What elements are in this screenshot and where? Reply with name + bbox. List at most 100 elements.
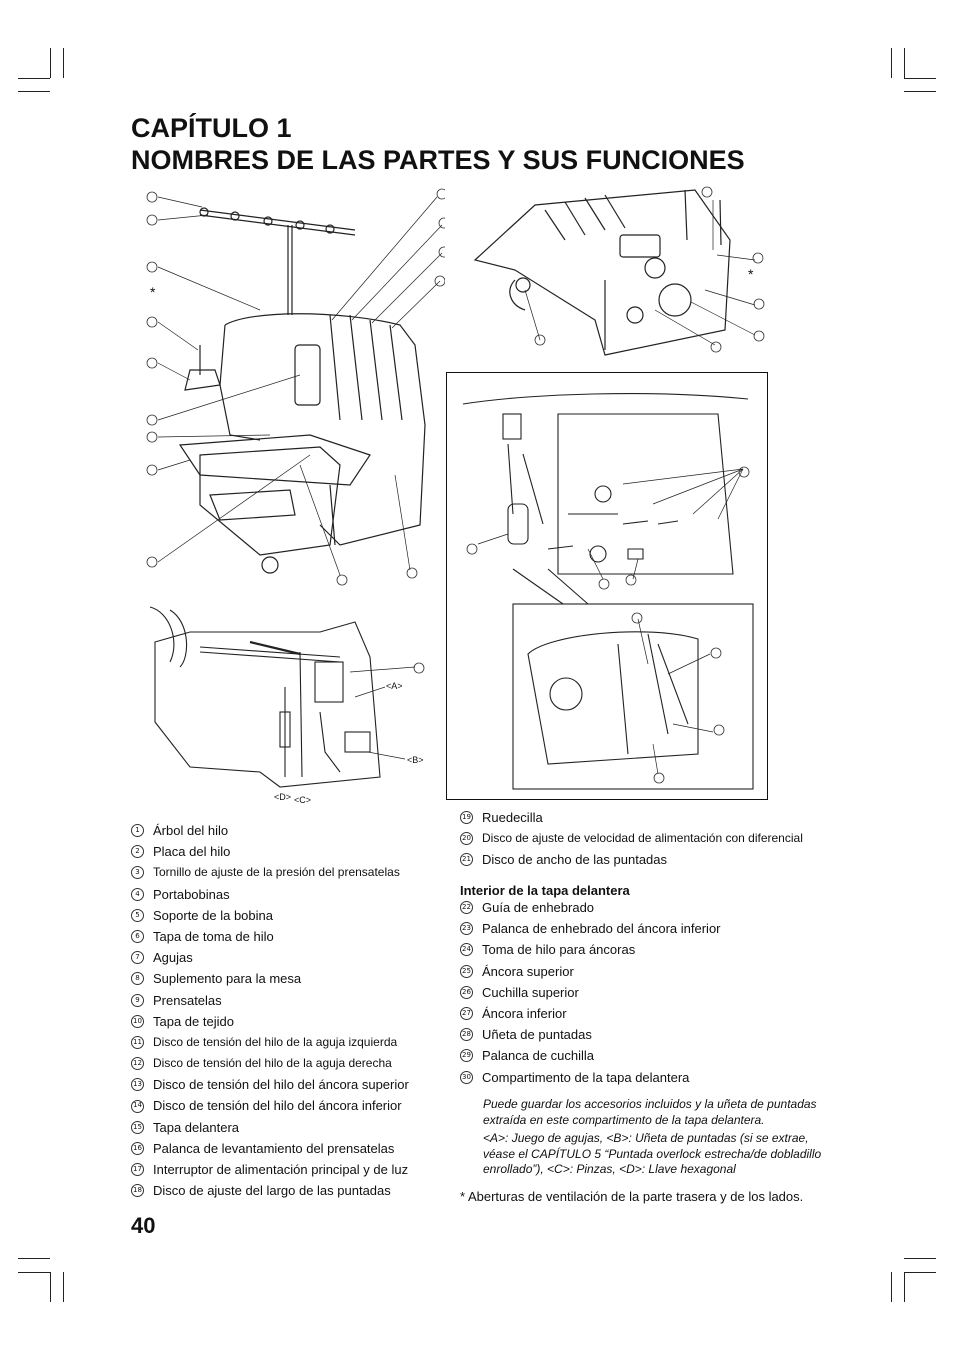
list-item: 22 Guía de enhebrado bbox=[460, 897, 721, 918]
list-item: 28 Uñeta de puntadas bbox=[460, 1024, 721, 1045]
item-label: Disco de ancho de las puntadas bbox=[482, 852, 668, 868]
ventilation-footnote: * Aberturas de ventilación de la parte t… bbox=[460, 1189, 804, 1204]
item-label: Toma de hilo para áncoras bbox=[482, 942, 636, 958]
item-label: Disco de ajuste de velocidad de alimenta… bbox=[482, 831, 803, 846]
item-number: 18 bbox=[131, 1184, 144, 1198]
item-label: Agujas bbox=[153, 950, 193, 966]
item-number: 4 bbox=[131, 887, 144, 901]
page-title: CAPÍTULO 1 NOMBRES DE LAS PARTES Y SUS F… bbox=[131, 112, 745, 176]
item-label: Palanca de levantamiento del prensatelas bbox=[153, 1140, 395, 1156]
item-label: Disco de tensión del hilo de la aguja de… bbox=[153, 1056, 392, 1071]
list-item: 6 Tapa de toma de hilo bbox=[131, 926, 409, 947]
crop-mark bbox=[18, 1272, 50, 1273]
item-number: 10 bbox=[131, 1014, 144, 1028]
asterisk-label: * bbox=[150, 284, 156, 300]
item-label: Placa del hilo bbox=[153, 844, 231, 860]
list-item: 14 Disco de tensión del hilo del áncora i… bbox=[131, 1095, 409, 1116]
list-item: 12 Disco de tensión del hilo de la aguja … bbox=[131, 1053, 409, 1074]
item-number: 28 bbox=[460, 1028, 473, 1042]
asterisk-label-2: * bbox=[748, 266, 754, 282]
item-number: 8 bbox=[131, 972, 144, 986]
item-number: 27 bbox=[460, 1007, 473, 1021]
item-label: Áncora inferior bbox=[482, 1005, 567, 1021]
compartment-note: Puede guardar los accesorios incluidos y… bbox=[483, 1097, 817, 1127]
list-item: 18 Disco de ajuste del largo de las punta… bbox=[131, 1180, 409, 1201]
list-item: 2 Placa del hilo bbox=[131, 841, 409, 862]
item-number: 15 bbox=[131, 1120, 144, 1134]
item-number: 24 bbox=[460, 943, 473, 957]
item-number: 19 bbox=[460, 811, 473, 825]
list-item: 25 Áncora superior bbox=[460, 961, 721, 982]
item-number: 2 bbox=[131, 845, 144, 859]
item-label: Soporte de la bobina bbox=[153, 907, 273, 923]
list-item: 7 Agujas bbox=[131, 947, 409, 968]
item-label: Disco de tensión del hilo del áncora inf… bbox=[153, 1098, 402, 1114]
item-label: Compartimento de la tapa delantera bbox=[482, 1069, 690, 1085]
item-number: 25 bbox=[460, 964, 473, 978]
crop-mark bbox=[18, 78, 50, 79]
crop-mark bbox=[63, 48, 64, 78]
item-label: Palanca de enhebrado del áncora inferior bbox=[482, 921, 721, 937]
item-number: 30 bbox=[460, 1070, 473, 1084]
crop-mark bbox=[891, 1272, 892, 1302]
item-number: 17 bbox=[131, 1163, 144, 1177]
item-label: Árbol del hilo bbox=[153, 823, 229, 838]
item-number: 26 bbox=[460, 985, 473, 999]
item-number: 16 bbox=[131, 1141, 144, 1155]
page-number: 40 bbox=[131, 1213, 156, 1238]
crop-mark bbox=[904, 1258, 936, 1259]
item-number: 14 bbox=[131, 1099, 144, 1113]
crop-mark bbox=[891, 48, 892, 78]
crop-mark bbox=[63, 1272, 64, 1302]
crop-mark bbox=[904, 48, 905, 78]
list-item: 4 Portabobinas bbox=[131, 884, 409, 905]
list-item: 23 Palanca de enhebrado del áncora inferi… bbox=[460, 918, 721, 939]
item-label: Uñeta de puntadas bbox=[482, 1027, 592, 1043]
crop-mark bbox=[50, 48, 51, 78]
item-label: Tapa de toma de hilo bbox=[153, 928, 274, 944]
label-D: <D> bbox=[274, 792, 292, 802]
item-label: Portabobinas bbox=[153, 886, 230, 902]
label-A: <A> bbox=[386, 681, 403, 691]
item-label: Tapa de tejido bbox=[153, 1013, 234, 1029]
item-number: 23 bbox=[460, 922, 473, 936]
item-label: Disco de ajuste del largo de las puntada… bbox=[153, 1183, 391, 1199]
item-label: Guía de enhebrado bbox=[482, 900, 595, 915]
item-number: 3 bbox=[131, 866, 144, 880]
title-line-2: NOMBRES DE LAS PARTES Y SUS FUNCIONES bbox=[131, 145, 745, 175]
item-label: Áncora superior bbox=[482, 963, 574, 979]
interior-section-title: Interior de la tapa delantera bbox=[460, 883, 630, 898]
item-number: 13 bbox=[131, 1078, 144, 1092]
crop-mark bbox=[50, 1272, 51, 1302]
list-item: 3 Tornillo de ajuste de la presión del pr… bbox=[131, 862, 409, 883]
crop-mark bbox=[904, 1272, 905, 1302]
list-item: 19 Ruedecilla bbox=[460, 807, 803, 828]
accessories-note: <A>: Juego de agujas, <B>: Uñeta de punt… bbox=[483, 1131, 822, 1176]
item-label: Disco de tensión del hilo de la aguja iz… bbox=[153, 1034, 398, 1049]
item-number: 22 bbox=[460, 901, 473, 915]
item-label: Cuchilla superior bbox=[482, 984, 579, 1000]
item-number: 29 bbox=[460, 1049, 473, 1063]
label-B: <B> bbox=[407, 755, 424, 765]
list-item: 10 Tapa de tejido bbox=[131, 1011, 409, 1032]
list-item: 27 Áncora inferior bbox=[460, 1003, 721, 1024]
title-line-1: CAPÍTULO 1 bbox=[131, 113, 292, 143]
item-number: 6 bbox=[131, 930, 144, 944]
machine-front-illustration bbox=[146, 188, 445, 586]
list-item: 30 Compartimento de la tapa delantera bbox=[460, 1067, 721, 1088]
crop-mark bbox=[18, 1258, 50, 1259]
item-number: 9 bbox=[131, 993, 144, 1007]
item-number: 7 bbox=[131, 951, 144, 965]
crop-mark bbox=[904, 1272, 936, 1273]
item-label: Tornillo de ajuste de la presión del pre… bbox=[153, 865, 400, 880]
item-label: Ruedecilla bbox=[482, 810, 543, 825]
item-number: 12 bbox=[131, 1057, 144, 1071]
item-number: 5 bbox=[131, 908, 144, 922]
